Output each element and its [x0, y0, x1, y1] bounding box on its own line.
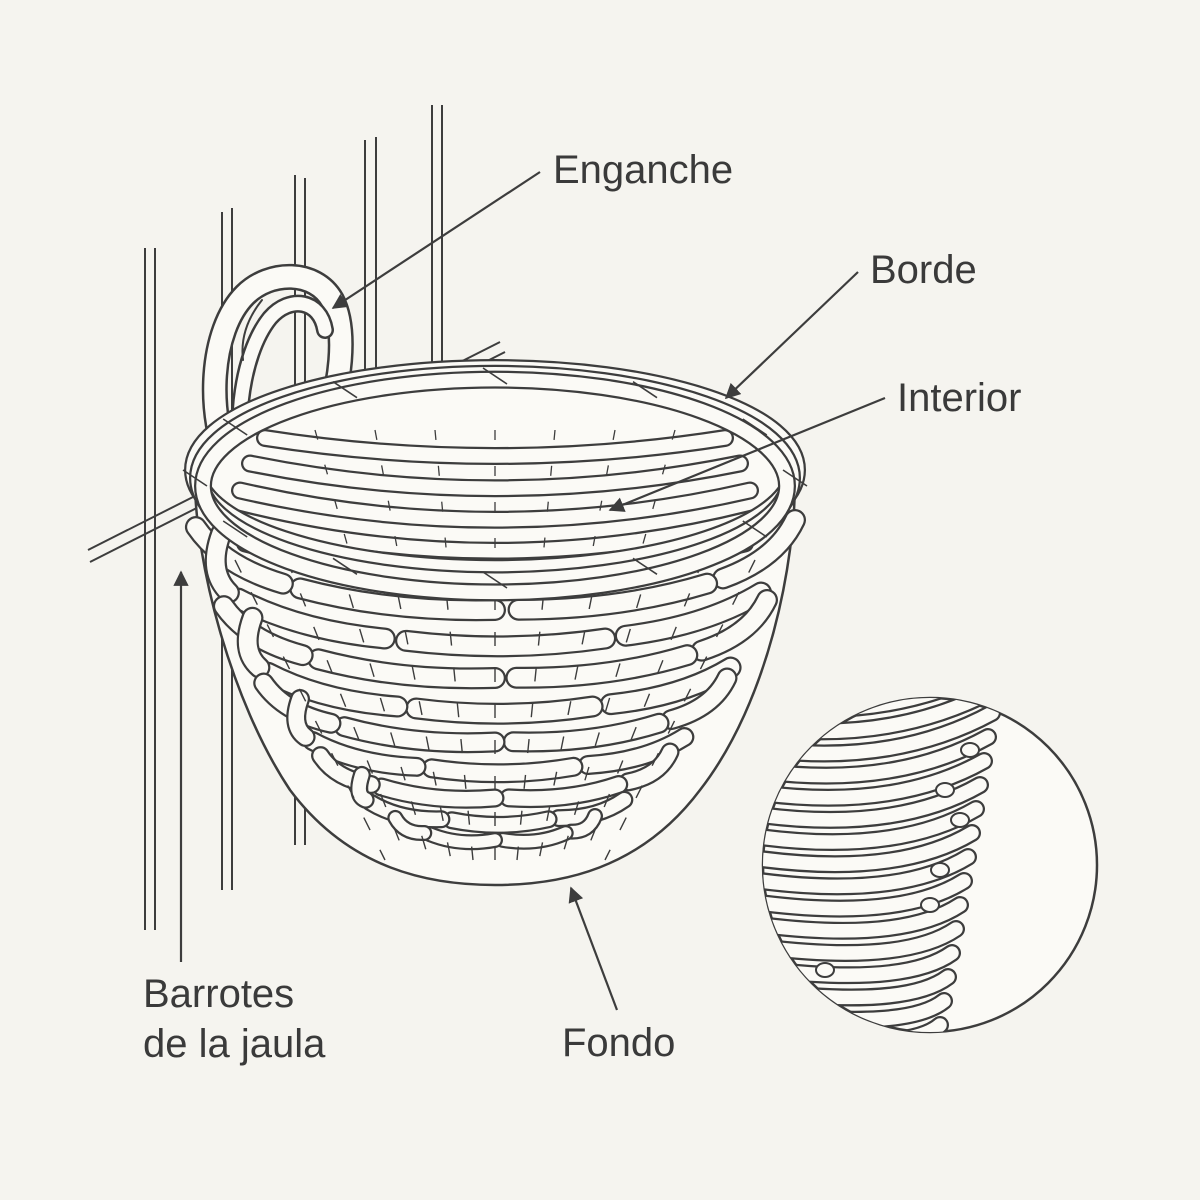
wicker-strand — [207, 524, 238, 602]
wicker-strand — [187, 518, 292, 593]
wicker-strand — [507, 646, 697, 687]
wicker-strand — [763, 754, 991, 805]
interior-leader-arrow — [608, 396, 886, 512]
cut-strand-end — [920, 897, 940, 913]
wicker-strand — [580, 729, 693, 773]
wicker-strand — [763, 922, 963, 960]
wicker-strand — [616, 583, 770, 645]
basket-stake — [442, 559, 474, 861]
wicker-strand — [352, 768, 373, 807]
wicker-strand — [763, 898, 967, 938]
wicker-strand — [374, 779, 503, 807]
rim-twist — [482, 571, 508, 589]
interior-stake — [374, 429, 406, 591]
wicker-strand — [763, 826, 979, 871]
wicker-strand — [763, 850, 975, 894]
rim-twist — [632, 380, 658, 399]
wicker-strand — [423, 759, 582, 782]
wicker-strand — [291, 579, 504, 619]
wicker-strand — [501, 777, 626, 806]
rim-twist — [222, 418, 248, 436]
hook-label: Enganche — [553, 148, 734, 192]
basket-stake — [516, 559, 548, 861]
magnified-detail — [761, 696, 1099, 1034]
bars-label-line1: Barrotes — [143, 972, 295, 1016]
rim-label: Borde — [870, 248, 977, 292]
wicker-strand — [288, 691, 314, 745]
cut-strand-end — [815, 962, 835, 978]
wicker-strand — [763, 874, 971, 916]
basket-stake — [560, 559, 652, 861]
cut-strand-end — [950, 812, 970, 828]
wicker-strand — [243, 456, 747, 495]
rim-twist — [782, 469, 808, 487]
rim-twist — [482, 367, 508, 385]
rim-twist — [332, 557, 358, 576]
basket-stake — [390, 559, 452, 861]
bottom-leader-arrow — [568, 886, 619, 1011]
rim-twist — [222, 520, 248, 538]
rim-twist — [332, 380, 358, 399]
wicker-strand — [763, 778, 987, 827]
wicker-strand — [233, 483, 757, 527]
basket-stake — [338, 559, 430, 861]
wicker-strand — [693, 591, 776, 660]
interior-stake — [434, 429, 451, 591]
basket-stake — [538, 559, 600, 861]
wicker-strand — [497, 827, 572, 848]
wicker-strand — [424, 828, 501, 849]
wicker-strand — [763, 1018, 947, 1032]
rim-twist — [182, 469, 208, 487]
wicker-strand — [389, 812, 431, 839]
wicker-strand — [238, 609, 269, 677]
wicker-strand — [259, 663, 407, 716]
wicker-strand — [336, 718, 504, 751]
wicker-strand — [309, 650, 504, 688]
wicker-strand — [504, 715, 668, 751]
interior-stake — [584, 429, 616, 591]
rim-twist — [742, 520, 768, 538]
rim-twist — [632, 557, 658, 576]
rim-coil — [196, 372, 794, 600]
cut-strand-end — [930, 862, 950, 878]
wicker-strand — [714, 511, 804, 588]
wicker-strand — [565, 810, 601, 838]
cut-strand-end — [960, 742, 980, 758]
basket — [182, 359, 808, 887]
wicker-strand — [304, 733, 425, 775]
cut-strand-end — [935, 782, 955, 798]
bars-label-line2: de la jaula — [143, 1022, 326, 1066]
wicker-strand — [663, 669, 736, 728]
wicker-strand — [230, 511, 760, 558]
wicker-strand — [620, 744, 678, 790]
wicker-strand — [258, 431, 732, 463]
wicker-strand — [229, 589, 394, 648]
rim-leader-arrow — [724, 271, 859, 400]
hook-leader-arrow — [331, 171, 541, 309]
wicker-strand — [444, 812, 556, 832]
bottom-label: Fondo — [562, 1021, 676, 1065]
wicker-strand — [407, 697, 602, 723]
wicker-strand — [397, 629, 614, 656]
interior-label: Interior — [897, 376, 1022, 420]
rim-twist — [742, 418, 768, 436]
interior-stake — [539, 429, 556, 591]
